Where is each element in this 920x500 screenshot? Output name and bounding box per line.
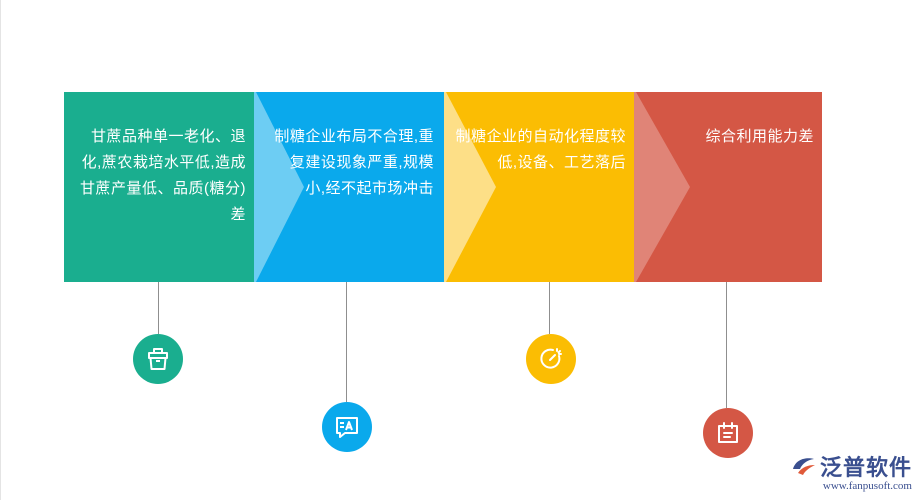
connector-line-1 (158, 282, 159, 334)
left-border-line (0, 0, 1, 500)
chevron-arrow-shape (254, 92, 304, 282)
problem-block-2: 制糖企业布局不合理,重复建设现象严重,规模小,经不起市场冲击 (254, 92, 444, 282)
brand-name: 泛普软件 (819, 455, 912, 480)
problem-text-3: 制糖企业的自动化程度较低,设备、工艺落后 (455, 128, 626, 171)
brand-mark-icon (792, 458, 815, 475)
gauge-icon (526, 334, 576, 384)
problem-text-2: 制糖企业布局不合理,重复建设现象严重,规模小,经不起市场冲击 (274, 128, 434, 197)
problem-block-4: 综合利用能力差 (634, 92, 822, 282)
problem-text-4: 综合利用能力差 (705, 128, 814, 145)
connector-line-3 (549, 282, 550, 334)
problem-block-1: 甘蔗品种单一老化、退化,蔗农栽培水平低,造成甘蔗产量低、品质(糖分)差 (64, 92, 254, 282)
chevron-arrow-shape (444, 92, 496, 282)
text-message-icon (322, 402, 372, 452)
basket-icon (133, 334, 183, 384)
connector-line-2 (346, 282, 347, 402)
problem-text-1: 甘蔗品种单一老化、退化,蔗农栽培水平低,造成甘蔗产量低、品质(糖分)差 (80, 128, 246, 223)
brand-logo: 泛普软件 www.fanpusoft.com (790, 450, 912, 492)
connector-line-4 (726, 282, 727, 408)
chevron-arrow-shape (634, 92, 690, 282)
calendar-icon (703, 408, 753, 458)
problem-block-3: 制糖企业的自动化程度较低,设备、工艺落后 (444, 92, 634, 282)
brand-url: www.fanpusoft.com (822, 480, 912, 492)
